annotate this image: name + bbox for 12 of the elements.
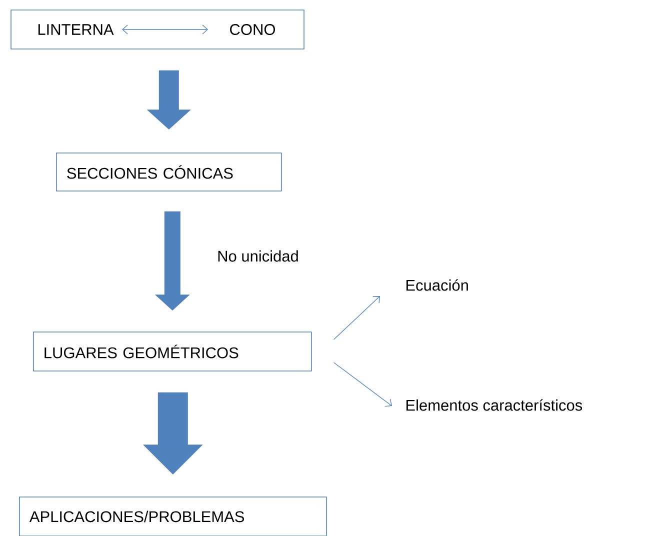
process-box: SECCIONES CÓNICAS bbox=[56, 152, 282, 192]
arrow bbox=[122, 24, 208, 34]
process-box: APLICACIONES/PROBLEMAS bbox=[19, 496, 327, 536]
text-label: Elementos característicos bbox=[406, 399, 582, 411]
text-label: Ecuación bbox=[406, 279, 468, 291]
arrow bbox=[333, 362, 392, 407]
arrow bbox=[333, 296, 380, 340]
text-label: CONO bbox=[230, 24, 275, 35]
edge-label: No unicidad bbox=[216, 249, 300, 263]
title-box bbox=[10, 10, 304, 50]
process-box: LUGARES GEOMÉTRICOS bbox=[33, 332, 312, 372]
text-label: LINTERNA bbox=[38, 24, 114, 35]
